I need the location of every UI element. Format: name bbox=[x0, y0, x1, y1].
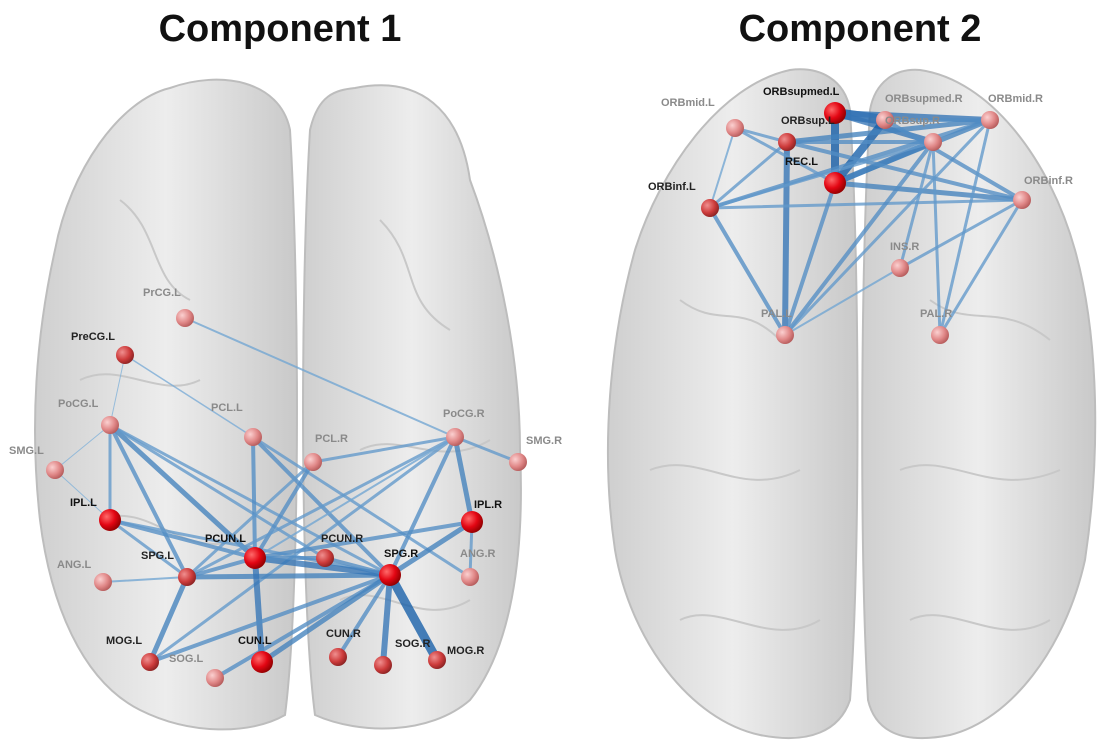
region-node bbox=[1013, 191, 1031, 209]
region-node bbox=[924, 133, 942, 151]
region-node bbox=[316, 549, 334, 567]
region-label: PCL.L bbox=[211, 402, 243, 414]
region-label: PCUN.L bbox=[205, 533, 246, 545]
region-node bbox=[509, 453, 527, 471]
connection-edge bbox=[253, 437, 255, 558]
region-node bbox=[379, 564, 401, 586]
region-node bbox=[981, 111, 999, 129]
region-label: ORBinf.L bbox=[648, 181, 696, 193]
region-label: ORBmid.L bbox=[661, 97, 715, 109]
region-label: ORBsup.R bbox=[885, 115, 940, 127]
region-node bbox=[141, 653, 159, 671]
region-node bbox=[461, 568, 479, 586]
region-label: PoCG.R bbox=[443, 408, 485, 420]
region-node bbox=[116, 346, 134, 364]
region-label: ANG.L bbox=[57, 559, 92, 571]
region-label: CUN.L bbox=[238, 635, 272, 647]
region-label: IPL.R bbox=[474, 499, 502, 511]
region-node bbox=[891, 259, 909, 277]
region-node bbox=[374, 656, 392, 674]
region-node bbox=[776, 326, 794, 344]
region-label: PAL.R bbox=[920, 308, 952, 320]
region-node bbox=[244, 547, 266, 569]
region-node bbox=[46, 461, 64, 479]
region-label: SOG.R bbox=[395, 638, 431, 650]
region-node bbox=[726, 119, 744, 137]
connection-edge bbox=[187, 575, 390, 577]
region-label: MOG.R bbox=[447, 645, 484, 657]
region-label: ORBsupmed.R bbox=[885, 93, 963, 105]
region-label: INS.R bbox=[890, 241, 919, 253]
region-label: SOG.L bbox=[169, 653, 204, 665]
region-label: SPG.R bbox=[384, 548, 418, 560]
region-node bbox=[244, 428, 262, 446]
region-label: SPG.L bbox=[141, 550, 174, 562]
region-node bbox=[778, 133, 796, 151]
region-label: ORBinf.R bbox=[1024, 175, 1073, 187]
region-node bbox=[304, 453, 322, 471]
region-label: PCL.R bbox=[315, 433, 348, 445]
region-node bbox=[461, 511, 483, 533]
region-node bbox=[251, 651, 273, 673]
region-node bbox=[446, 428, 464, 446]
region-label: REC.L bbox=[785, 156, 818, 168]
region-label: PreCG.L bbox=[71, 331, 115, 343]
region-label: CUN.R bbox=[326, 628, 361, 640]
region-node bbox=[329, 648, 347, 666]
region-node bbox=[101, 416, 119, 434]
region-label: IPL.L bbox=[70, 497, 97, 509]
region-node bbox=[99, 509, 121, 531]
brain-component-1 bbox=[35, 80, 521, 730]
region-label: PoCG.L bbox=[58, 398, 99, 410]
region-label: SMG.R bbox=[526, 435, 562, 447]
region-label: PrCG.L bbox=[143, 287, 181, 299]
brain-component-2 bbox=[608, 69, 1095, 738]
region-node bbox=[824, 172, 846, 194]
region-node bbox=[428, 651, 446, 669]
region-node bbox=[94, 573, 112, 591]
region-label: ORBsup.L bbox=[781, 115, 835, 127]
region-node bbox=[931, 326, 949, 344]
region-label: ORBsupmed.L bbox=[763, 86, 840, 98]
left-hemisphere-2 bbox=[608, 69, 858, 738]
region-node bbox=[206, 669, 224, 687]
region-label: PAL.L bbox=[761, 308, 792, 320]
region-label: SMG.L bbox=[9, 445, 44, 457]
region-node bbox=[176, 309, 194, 327]
region-node bbox=[701, 199, 719, 217]
region-label: ORBmid.R bbox=[988, 93, 1043, 105]
region-label: MOG.L bbox=[106, 635, 142, 647]
region-label: ANG.R bbox=[460, 548, 496, 560]
region-node bbox=[178, 568, 196, 586]
connection-edge bbox=[785, 142, 787, 335]
region-label: PCUN.R bbox=[321, 533, 363, 545]
